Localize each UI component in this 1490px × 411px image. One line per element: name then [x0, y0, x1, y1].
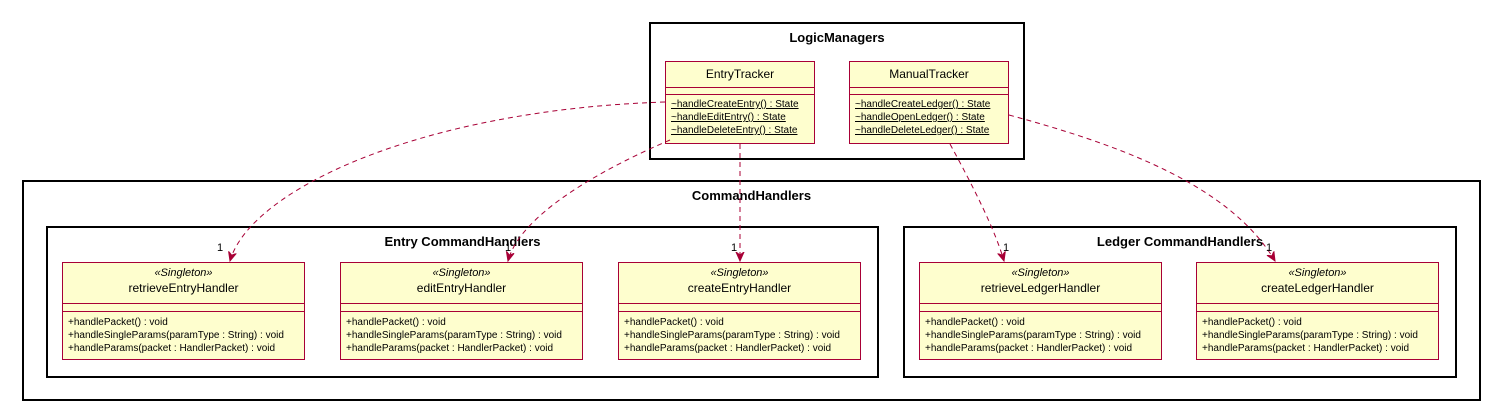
class-name: EntryTracker	[705, 67, 775, 81]
stereotype: «Singleton»	[1288, 267, 1347, 279]
method: +handleParams(packet : HandlerPacket) : …	[346, 343, 554, 354]
method: +handleParams(packet : HandlerPacket) : …	[925, 343, 1133, 354]
method: ~handleDeleteEntry() : State	[671, 125, 798, 136]
class-retrieve-entry-handler[interactable]: «Singleton» retrieveEntryHandler +handle…	[62, 262, 305, 360]
method-list: +handlePacket() : void +handleSinglePara…	[346, 316, 580, 355]
package-ledger-command-handlers: Ledger CommandHandlers	[903, 226, 1457, 378]
package-title: CommandHandlers	[691, 188, 812, 203]
method: ~handleOpenLedger() : State	[855, 112, 985, 123]
method: +handleParams(packet : HandlerPacket) : …	[1202, 343, 1410, 354]
multiplicity-label: 1	[505, 242, 512, 254]
package-entry-command-handlers: Entry CommandHandlers	[46, 226, 879, 378]
method: +handlePacket() : void	[925, 317, 1025, 328]
class-entry-tracker[interactable]: EntryTracker ~handleCreateEntry() : Stat…	[665, 61, 815, 144]
method: +handlePacket() : void	[1202, 317, 1302, 328]
method: +handleParams(packet : HandlerPacket) : …	[68, 343, 276, 354]
stereotype: «Singleton»	[154, 267, 213, 279]
package-logic-managers: LogicManagers	[649, 22, 1025, 160]
method: +handlePacket() : void	[346, 317, 446, 328]
class-name: ManualTracker	[889, 67, 969, 81]
class-name: editEntryHandler	[416, 281, 507, 295]
method: +handleSingleParams(paramType : String) …	[68, 330, 284, 341]
method: +handleParams(packet : HandlerPacket) : …	[624, 343, 832, 354]
multiplicity-label: 1	[217, 242, 224, 254]
method: +handleSingleParams(paramType : String) …	[346, 330, 562, 341]
package-title: LogicManagers	[789, 30, 885, 45]
method: +handlePacket() : void	[68, 317, 168, 328]
dependency-arrow	[1008, 114, 1275, 261]
dependency-arrow	[508, 139, 671, 261]
stereotype: «Singleton»	[432, 267, 491, 279]
class-name: retrieveLedgerHandler	[980, 281, 1101, 295]
multiplicity-label: 1	[731, 242, 738, 254]
multiplicity-label: 1	[1266, 242, 1273, 254]
package-command-handlers: CommandHandlers	[22, 180, 1481, 401]
method-list: +handlePacket() : void +handleSinglePara…	[925, 316, 1159, 355]
method-list: +handlePacket() : void +handleSinglePara…	[68, 316, 302, 355]
method: +handlePacket() : void	[624, 317, 724, 328]
method: ~handleEditEntry() : State	[671, 112, 786, 123]
method: ~handleCreateEntry() : State	[671, 99, 799, 110]
method: +handleSingleParams(paramType : String) …	[1202, 330, 1418, 341]
method: ~handleDeleteLedger() : State	[855, 125, 990, 136]
method: ~handleCreateLedger() : State	[855, 99, 991, 110]
stereotype: «Singleton»	[1011, 267, 1070, 279]
class-name: createLedgerHandler	[1261, 281, 1374, 295]
class-manual-tracker[interactable]: ManualTracker ~handleCreateLedger() : St…	[849, 61, 1009, 144]
class-create-ledger-handler[interactable]: «Singleton» createLedgerHandler +handleP…	[1196, 262, 1439, 360]
method-list: ~handleCreateEntry() : State ~handleEdit…	[671, 98, 812, 137]
stereotype: «Singleton»	[710, 267, 769, 279]
dependency-arrow	[949, 143, 1004, 261]
method: +handleSingleParams(paramType : String) …	[925, 330, 1141, 341]
method-list: ~handleCreateLedger() : State ~handleOpe…	[855, 98, 1006, 137]
dependency-arrow	[230, 101, 666, 261]
method-list: +handlePacket() : void +handleSinglePara…	[1202, 316, 1436, 355]
class-name: createEntryHandler	[687, 281, 792, 295]
package-title: Ledger CommandHandlers	[1096, 234, 1264, 249]
class-edit-entry-handler[interactable]: «Singleton» editEntryHandler +handlePack…	[340, 262, 583, 360]
multiplicity-label: 1	[1003, 242, 1010, 254]
class-retrieve-ledger-handler[interactable]: «Singleton» retrieveLedgerHandler +handl…	[919, 262, 1162, 360]
package-title: Entry CommandHandlers	[384, 234, 541, 249]
class-create-entry-handler[interactable]: «Singleton» createEntryHandler +handlePa…	[618, 262, 861, 360]
method: +handleSingleParams(paramType : String) …	[624, 330, 840, 341]
method-list: +handlePacket() : void +handleSinglePara…	[624, 316, 858, 355]
class-name: retrieveEntryHandler	[128, 281, 239, 295]
